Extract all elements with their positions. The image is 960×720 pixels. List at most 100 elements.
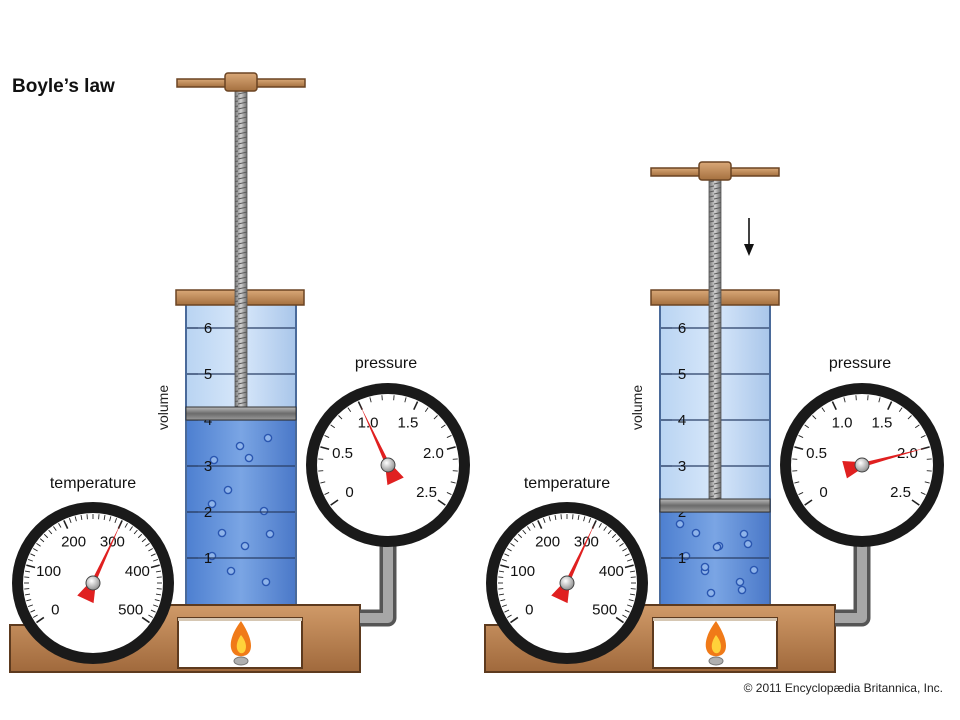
gauge-tick [498,570,505,573]
volume-tick-label: 6 [204,320,212,337]
gauge-tick [794,446,804,450]
cylinder: 123456 [185,304,297,604]
gauge-tick [48,529,53,535]
gas-molecule [226,566,236,576]
gauge-tick [798,435,804,438]
gauge-tick [831,401,837,411]
gauge-tick [440,424,446,429]
temperature-tick-label: 200 [535,533,560,550]
gauge-tick [330,499,339,506]
gauge-tick [914,424,920,429]
gas-molecule [749,565,759,575]
volume-tick-label: 1 [204,550,212,567]
gauge-tick [433,415,438,420]
gauge-tick [624,553,630,557]
gauge-tick [154,599,160,602]
gauge-tick [502,604,508,608]
gauge-tick [542,518,546,524]
gauge-tick [504,609,510,613]
pressure-tick-label: 0.5 [806,445,827,462]
gauge-tick [369,397,372,403]
gauge-tick [920,435,926,438]
gauge-tick [30,609,36,613]
gauge-tick [517,533,523,539]
pressure-tick-label: 0 [345,484,353,501]
gauge-tick [347,407,352,413]
gauge-tick [498,593,505,596]
gauge-tick [155,570,162,573]
gauge-tick [74,516,77,522]
piston-handle [650,161,780,181]
gauge-tick [924,481,930,484]
volume-axis-label: volume [155,385,171,430]
needle-pointer [91,523,121,584]
needle-hub [854,457,870,473]
gauge-tick [413,401,419,411]
gauge-tick [502,558,508,562]
gauge-tick [804,499,813,506]
gauge-tick [24,593,31,596]
temperature-tick-label: 500 [592,601,617,618]
gauge-tick [513,538,519,543]
volume-tick-label: 5 [204,366,212,383]
pressure-needle [360,405,404,486]
volume-tick-label: 6 [678,320,686,337]
gauge-tick [622,614,627,618]
gauge-tick [798,492,804,495]
temperature-label: temperature [524,475,610,492]
gauge-tick [615,616,624,624]
gas-molecule [706,588,716,598]
gauge-tick [537,520,543,529]
temperature-gauge: 0 100 200 300 400 500 [486,502,648,664]
gauge-tick [137,533,143,539]
gauge-tick [68,518,72,524]
piston [659,498,771,513]
needle-pointer [565,523,595,584]
gauge-tick [887,401,893,411]
volume-tick-label: 3 [204,458,212,475]
gauge-tick [626,604,632,608]
gauge-tick [152,604,158,608]
gauge-tick [320,481,326,484]
volume-tick-label: 2 [204,504,212,521]
gauge-tick [28,604,34,608]
gauge-tick [26,599,32,602]
gauge-tick [150,553,156,557]
gas-molecule [217,528,227,538]
temperature-tick-label: 100 [36,563,61,580]
gauge-tick [446,446,456,450]
gauge-tick [320,446,330,450]
piston [185,406,297,421]
gas-molecule [737,585,747,595]
gas-molecule [207,499,217,509]
gauge-tick [624,564,634,569]
copyright-note: © 2011 Encyclopædia Britannica, Inc. [744,681,943,695]
pressure-tick-label: 2.5 [890,484,911,501]
gas-molecule [675,519,685,529]
temperature-needle [77,523,121,604]
temperature-needle [551,523,595,604]
gauge-tick [446,435,452,438]
gauge-tick [155,593,162,596]
gauge-tick [338,415,343,420]
gauge-tick [330,424,336,429]
gas-molecule [263,433,273,443]
temperature-tick-label: 500 [118,601,143,618]
pressure-tick-label: 0 [819,484,827,501]
gauge-tick [114,518,118,524]
gauge-tick [63,520,69,529]
gauge-tick [598,523,602,528]
gauge-tick [133,529,138,535]
gauge-tick [629,570,636,573]
pressure-gauge-ticks [792,395,932,506]
pressure-tick-label: 1.5 [871,414,892,431]
pressure-tick-label: 0.5 [332,445,353,462]
volume-tick-label: 1 [678,550,686,567]
gauge-tick [510,543,515,547]
gauge-tick [615,538,621,543]
gauge-tick [507,548,512,552]
gas-molecule [739,529,749,539]
gas-molecule [700,562,710,572]
gauge-tick [437,499,446,506]
gauge-tick [152,558,158,562]
